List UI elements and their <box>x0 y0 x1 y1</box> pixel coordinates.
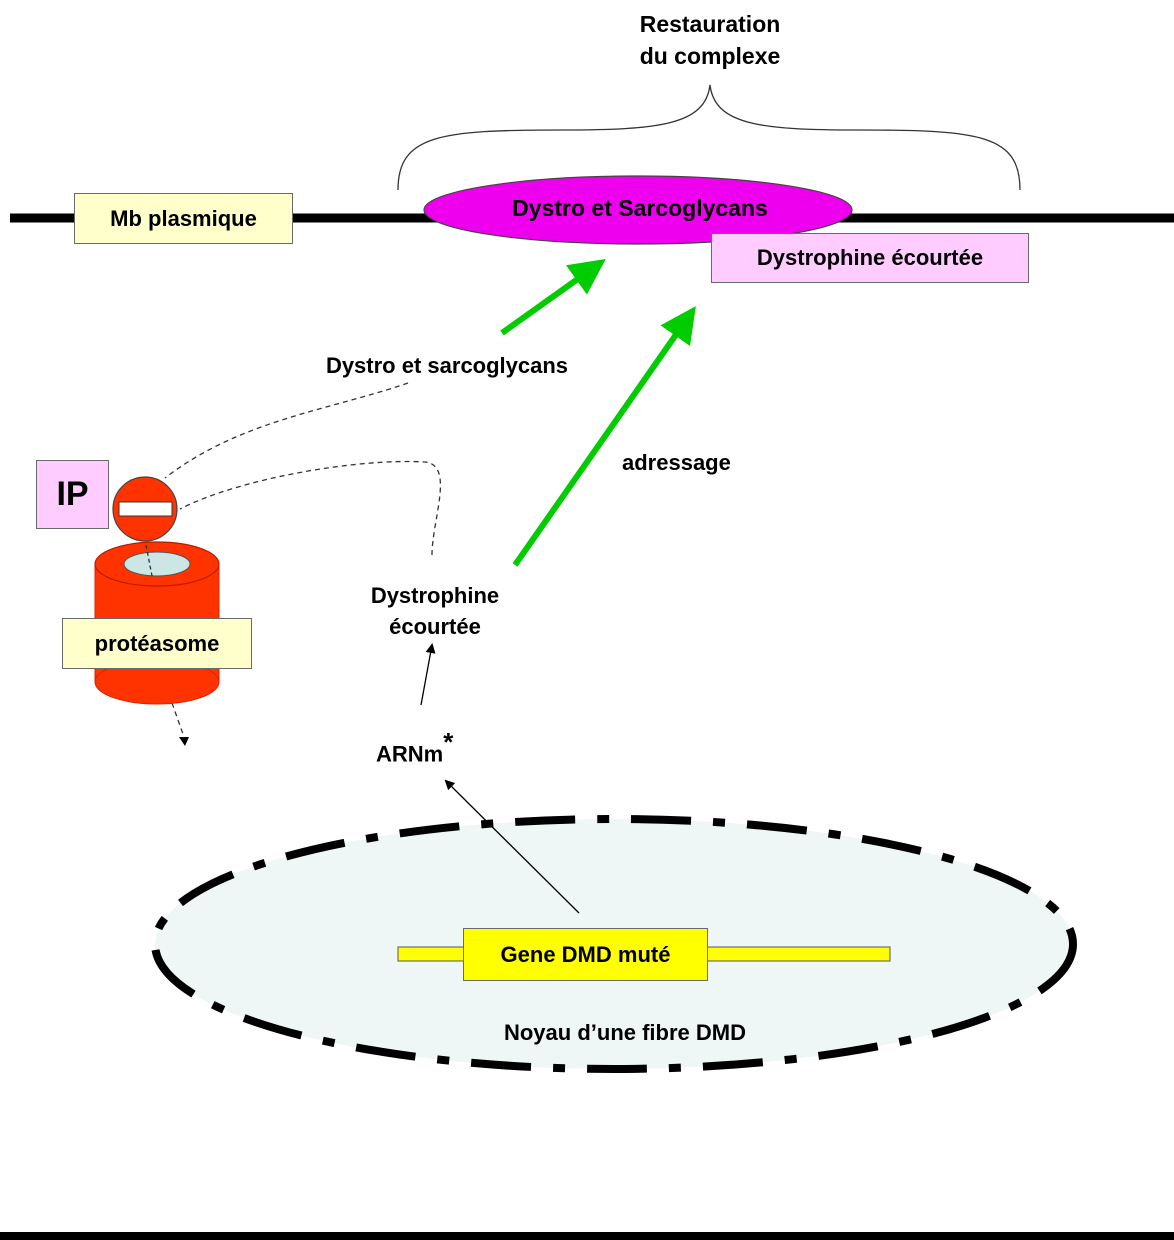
inhibitor-sign <box>112 476 178 542</box>
restoration-line-1: Restauration <box>639 11 781 37</box>
dashed-arrowhead-out <box>179 737 189 746</box>
gene-label-box: Gene DMD muté <box>463 928 708 981</box>
proteasome-label: protéasome <box>94 630 220 656</box>
gene-label: Gene DMD muté <box>500 941 671 967</box>
restoration-line-2: du complexe <box>639 43 781 69</box>
green-arrow-to-complex <box>500 259 606 336</box>
dashed-line-short-dystrophin <box>179 460 442 556</box>
ip-box: IP <box>36 460 109 529</box>
mrna-label-group: ARNm* <box>376 727 454 767</box>
short-dystrophin-line-1: Dystrophine <box>370 583 500 608</box>
proteasome-label-box: protéasome <box>62 618 252 669</box>
green-arrow-adressage <box>512 306 696 567</box>
short-dystrophin-text: Dystrophine écourtée <box>335 580 535 642</box>
nucleus-label: Noyau d’une fibre DMD <box>503 1020 746 1045</box>
membrane-label-box: Mb plasmique <box>74 193 293 244</box>
dashed-line-proteasome-out <box>171 702 185 738</box>
ip-label: IP <box>56 475 89 513</box>
complex-label: Dystro et Sarcoglycans <box>512 195 768 221</box>
short-dystrophin-box: Dystrophine écourtée <box>711 233 1029 283</box>
short-dystrophin-line-2: écourtée <box>389 614 481 639</box>
arrow-mrna-to-dystrophin <box>420 643 436 706</box>
dashed-line-dystro-sarco <box>164 382 409 479</box>
restoration-label: Restauration du complexe <box>600 8 820 72</box>
arrow-gene-to-mrna <box>444 779 580 914</box>
curly-brace <box>397 84 1021 191</box>
membrane-label: Mb plasmique <box>110 205 257 231</box>
complex-ellipse <box>423 175 853 245</box>
short-dystrophin-box-label: Dystrophine écourtée <box>756 245 984 270</box>
dystro-sarco-label: Dystro et sarcoglycans <box>325 353 569 378</box>
mrna-asterisk: * <box>443 727 454 757</box>
mrna-label: ARNm <box>376 741 444 767</box>
adressage-label: adressage <box>622 450 731 475</box>
